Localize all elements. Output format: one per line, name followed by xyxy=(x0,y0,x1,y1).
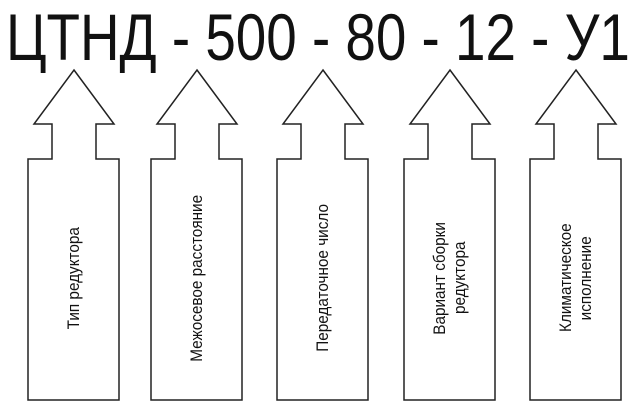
label-line: Передаточное число xyxy=(313,204,332,352)
up-arrow xyxy=(403,68,496,401)
label-line: редуктора xyxy=(450,241,469,315)
label-line: Вариант сборки xyxy=(430,221,449,335)
up-arrow xyxy=(276,68,369,401)
designation-code: ЦТНД - 500 - 80 - 12 - У1 xyxy=(6,0,630,74)
label-gearbox-type: Тип редуктора xyxy=(44,163,104,393)
label-line: Межосевое расстояние xyxy=(187,194,206,362)
label-line: Тип редуктора xyxy=(64,226,83,330)
label-gear-ratio: Передаточное число xyxy=(293,163,353,393)
up-arrow xyxy=(150,68,243,401)
up-arrow xyxy=(27,68,120,401)
up-arrow xyxy=(529,68,622,401)
label-center-distance: Межосевое расстояние xyxy=(167,163,227,393)
label-line: исполнение xyxy=(576,235,595,321)
label-line: Климатическое xyxy=(556,223,575,333)
